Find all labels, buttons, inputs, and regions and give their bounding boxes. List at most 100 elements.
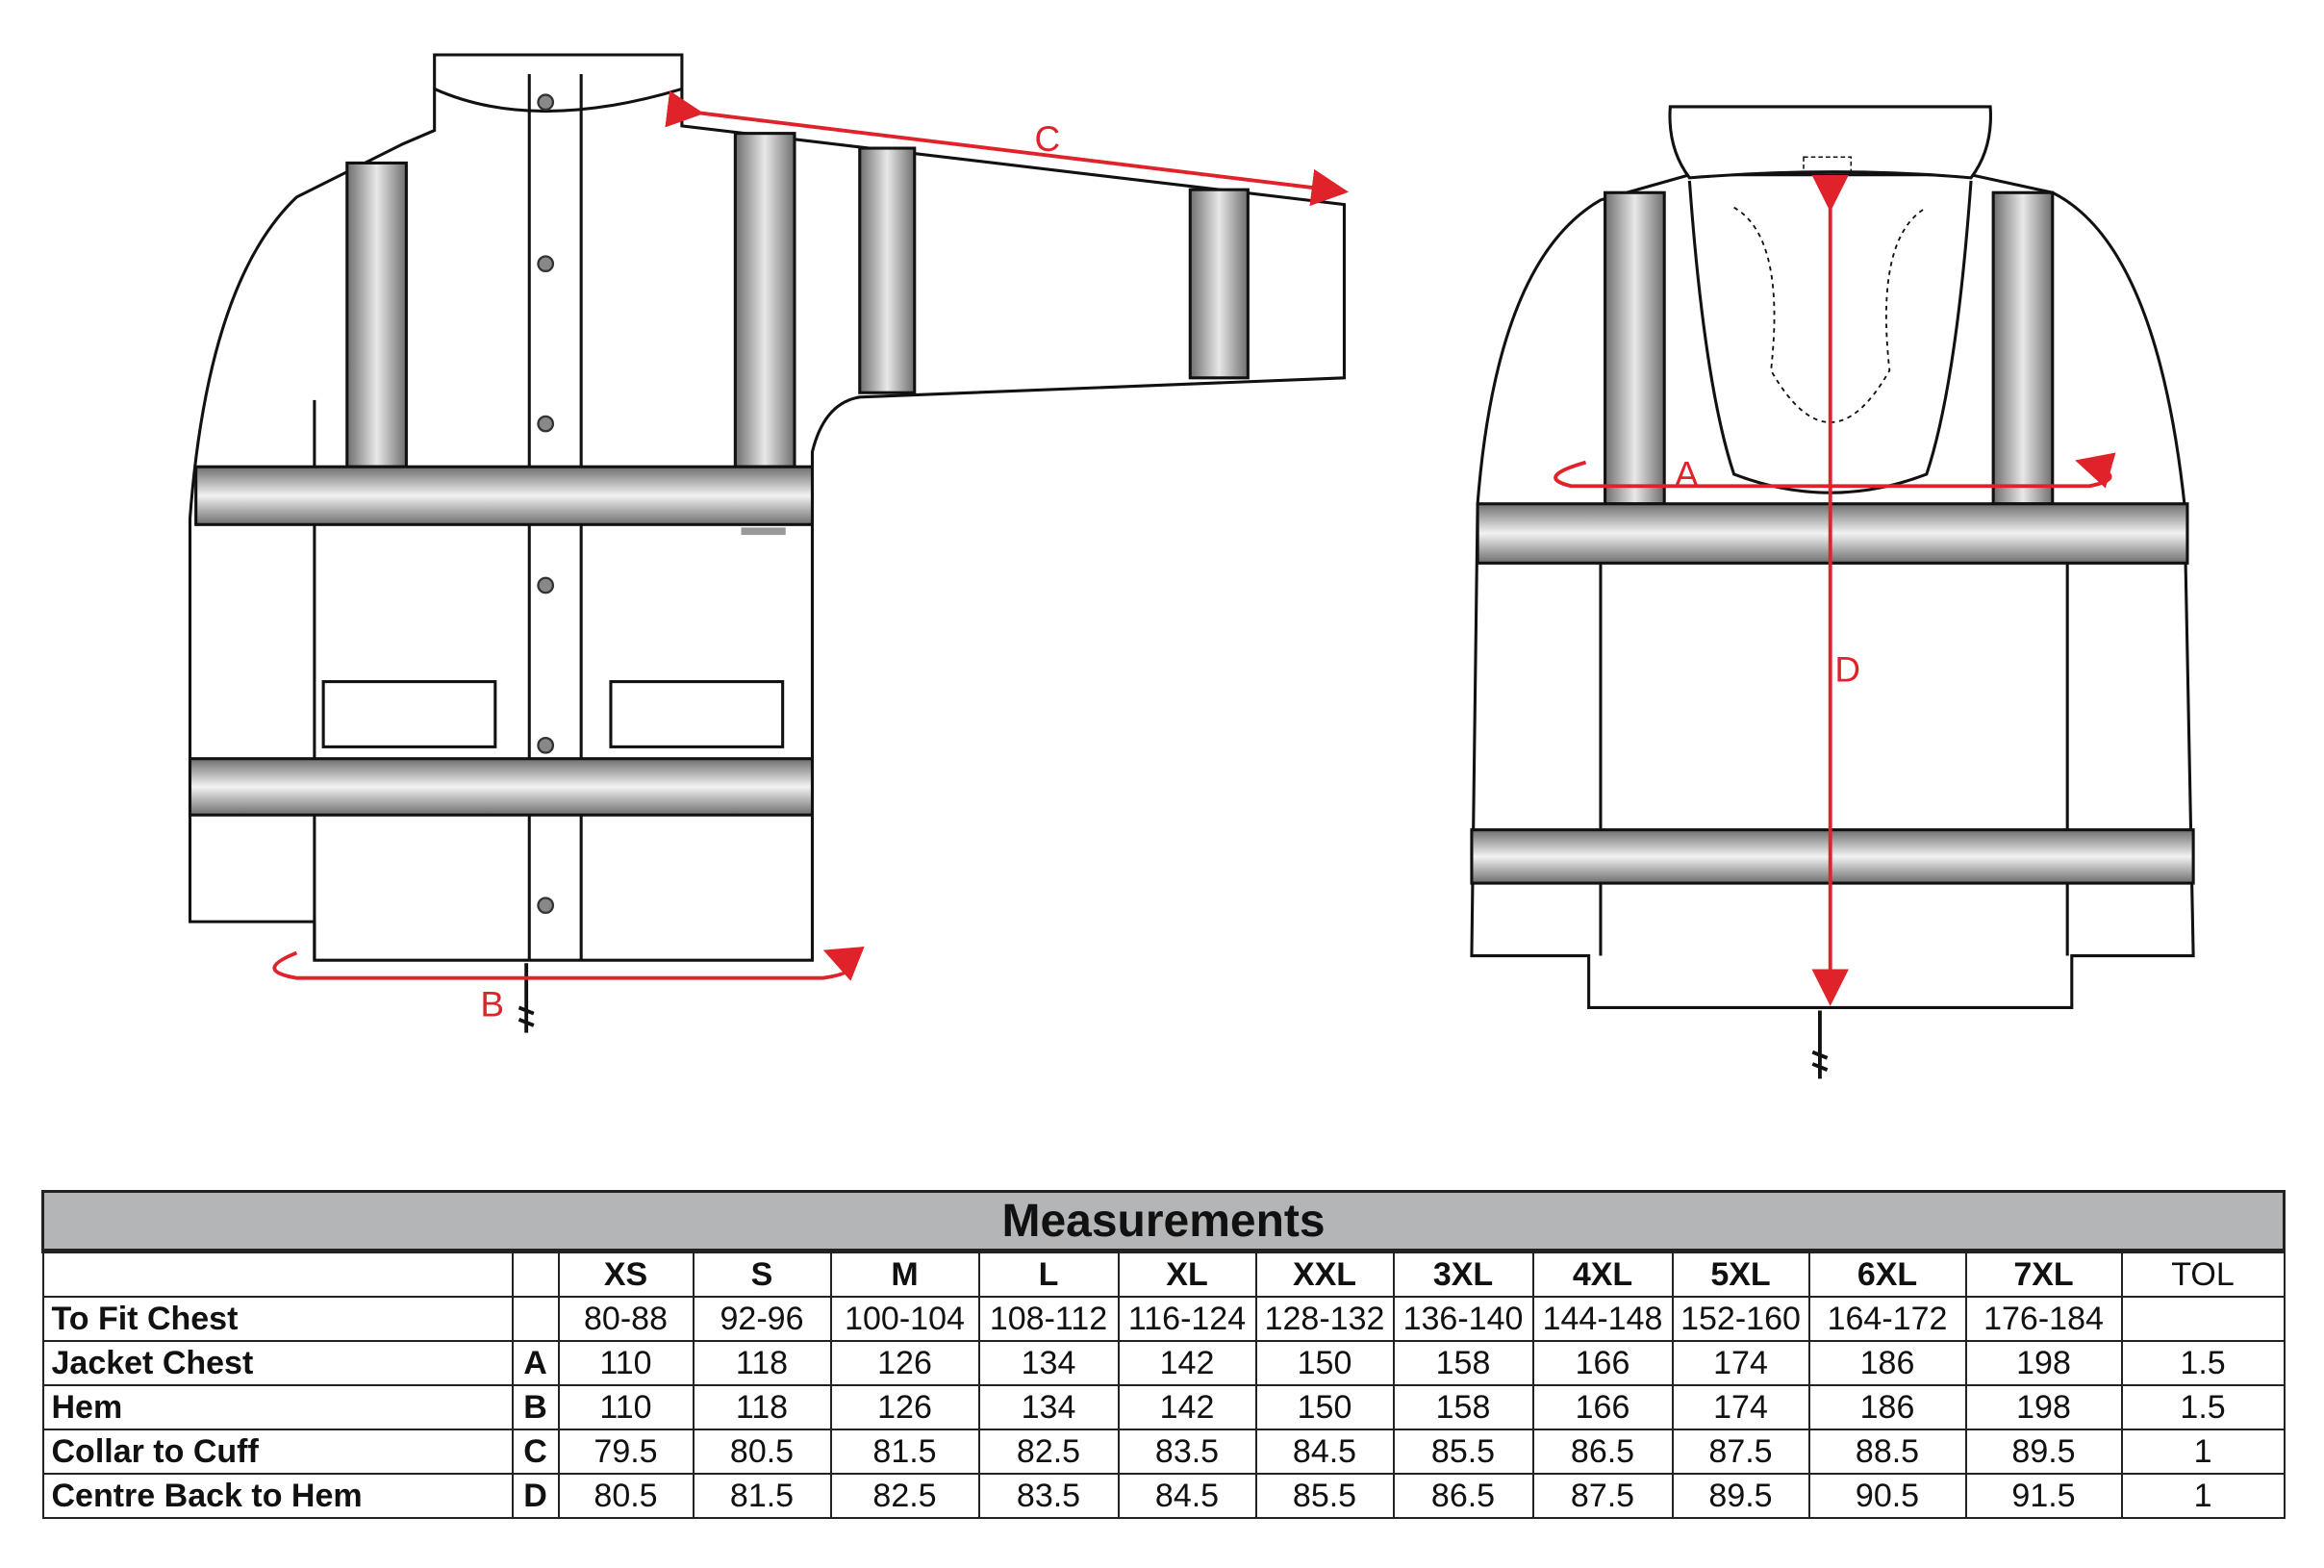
measurement-cell: 126 bbox=[829, 1340, 980, 1386]
size-header: 4XL bbox=[1531, 1250, 1674, 1298]
label-a: A bbox=[1675, 454, 1699, 493]
measurement-cell: 126 bbox=[829, 1384, 980, 1430]
measurement-cell: 100-104 bbox=[829, 1296, 980, 1342]
measure-c-arrow bbox=[665, 90, 1350, 207]
tolerance-cell: 1 bbox=[2120, 1429, 2286, 1475]
measurement-cell: 174 bbox=[1671, 1384, 1810, 1430]
reflective-stripe bbox=[345, 161, 408, 468]
measurement-cell: 108-112 bbox=[977, 1296, 1120, 1342]
size-header: XS bbox=[557, 1250, 695, 1298]
jacket-diagram: C B D A bbox=[188, 53, 2195, 1079]
measurement-cell: 83.5 bbox=[977, 1473, 1120, 1519]
size-header: M bbox=[829, 1250, 980, 1298]
reflective-stripe bbox=[858, 146, 917, 394]
measurement-cell: 142 bbox=[1117, 1384, 1257, 1430]
reflective-stripe bbox=[733, 132, 796, 468]
measurement-cell: 198 bbox=[1964, 1384, 2123, 1430]
measurement-cell: 91.5 bbox=[1964, 1473, 2123, 1519]
measurement-cell: 83.5 bbox=[1117, 1429, 1257, 1475]
measurement-cell: 110 bbox=[557, 1340, 695, 1386]
row-label: Jacket Chest bbox=[41, 1340, 514, 1386]
size-header: S bbox=[692, 1250, 832, 1298]
measurement-cell: 136-140 bbox=[1392, 1296, 1534, 1342]
measurement-cell: 84.5 bbox=[1117, 1473, 1257, 1519]
row-label: Hem bbox=[41, 1384, 514, 1430]
back-jacket bbox=[1470, 105, 2195, 1079]
row-label: To Fit Chest bbox=[41, 1296, 514, 1342]
reflective-stripe bbox=[1604, 190, 1666, 506]
measurement-cell: 90.5 bbox=[1807, 1473, 1967, 1519]
hood-tab bbox=[1803, 156, 1853, 176]
drawcord bbox=[1811, 1010, 1829, 1079]
measurement-cell: 116-124 bbox=[1117, 1296, 1257, 1342]
measurement-cell: 158 bbox=[1392, 1384, 1534, 1430]
measure-a-arrow bbox=[1554, 452, 2116, 489]
reflective-band bbox=[1470, 828, 2195, 885]
measurement-cell: 174 bbox=[1671, 1340, 1810, 1386]
tolerance-cell bbox=[2120, 1296, 2286, 1342]
front-jacket bbox=[188, 53, 1347, 1033]
row-label: Collar to Cuff bbox=[41, 1429, 514, 1475]
measurement-cell: 152-160 bbox=[1671, 1296, 1810, 1342]
row-letter bbox=[511, 1296, 560, 1342]
tolerance-cell: 1.5 bbox=[2120, 1340, 2286, 1386]
size-header-row: XS S M L XL XXL 3XL 4XL 5XL 6XL 7XL TOL bbox=[41, 1250, 2286, 1298]
hood bbox=[1668, 105, 1992, 180]
measurement-cell: 87.5 bbox=[1531, 1473, 1674, 1519]
collar-seam bbox=[434, 87, 683, 113]
size-header: 6XL bbox=[1807, 1250, 1967, 1298]
pocket-flap bbox=[609, 680, 785, 748]
measurement-cell: 89.5 bbox=[1671, 1473, 1810, 1519]
measurement-cell: 150 bbox=[1254, 1384, 1395, 1430]
measurement-cell: 176-184 bbox=[1964, 1296, 2123, 1342]
row-letter: A bbox=[511, 1340, 560, 1386]
reflective-band bbox=[188, 757, 815, 817]
tolerance-cell: 1.5 bbox=[2120, 1384, 2286, 1430]
measurement-cell: 80.5 bbox=[692, 1429, 832, 1475]
measurement-cell: 89.5 bbox=[1964, 1429, 2123, 1475]
measurement-cell: 80.5 bbox=[557, 1473, 695, 1519]
reflective-band bbox=[1476, 502, 2189, 565]
measurement-cell: 80-88 bbox=[557, 1296, 695, 1342]
empty-header bbox=[41, 1250, 514, 1298]
row-letter: B bbox=[511, 1384, 560, 1430]
tolerance-cell: 1 bbox=[2120, 1473, 2286, 1519]
measurement-cell: 85.5 bbox=[1254, 1473, 1395, 1519]
measurement-cell: 82.5 bbox=[829, 1473, 980, 1519]
pocket-flap bbox=[321, 680, 497, 748]
row-letter: C bbox=[511, 1429, 560, 1475]
measurement-cell: 144-148 bbox=[1531, 1296, 1674, 1342]
label-c: C bbox=[1035, 119, 1061, 159]
measurement-cell: 92-96 bbox=[692, 1296, 832, 1342]
size-header: L bbox=[977, 1250, 1120, 1298]
reflective-stripe bbox=[1991, 190, 2055, 506]
measurement-cell: 186 bbox=[1807, 1384, 1967, 1430]
brand-tag bbox=[741, 527, 786, 536]
reflective-stripe bbox=[1188, 188, 1250, 380]
size-header: 5XL bbox=[1671, 1250, 1810, 1298]
measurement-cell: 134 bbox=[977, 1384, 1120, 1430]
measurements-table: Measurements XS S M L XL XXL 3XL 4XL 5XL… bbox=[40, 1190, 2286, 1519]
measurement-cell: 158 bbox=[1392, 1340, 1534, 1386]
measurement-cell: 150 bbox=[1254, 1340, 1395, 1386]
row-letter: D bbox=[511, 1473, 560, 1519]
measurement-cell: 142 bbox=[1117, 1340, 1257, 1386]
measurement-cell: 81.5 bbox=[829, 1429, 980, 1475]
measurement-cell: 118 bbox=[692, 1340, 832, 1386]
measurement-cell: 128-132 bbox=[1254, 1296, 1395, 1342]
title-row: Measurements bbox=[40, 1190, 2286, 1253]
measurement-cell: 134 bbox=[977, 1340, 1120, 1386]
measurement-cell: 86.5 bbox=[1392, 1473, 1534, 1519]
size-header: 7XL bbox=[1964, 1250, 2123, 1298]
measurement-cell: 86.5 bbox=[1531, 1429, 1674, 1475]
measurement-cell: 81.5 bbox=[692, 1473, 832, 1519]
size-header: XXL bbox=[1254, 1250, 1395, 1298]
row-label: Centre Back to Hem bbox=[41, 1473, 514, 1519]
measurement-cell: 166 bbox=[1531, 1384, 1674, 1430]
